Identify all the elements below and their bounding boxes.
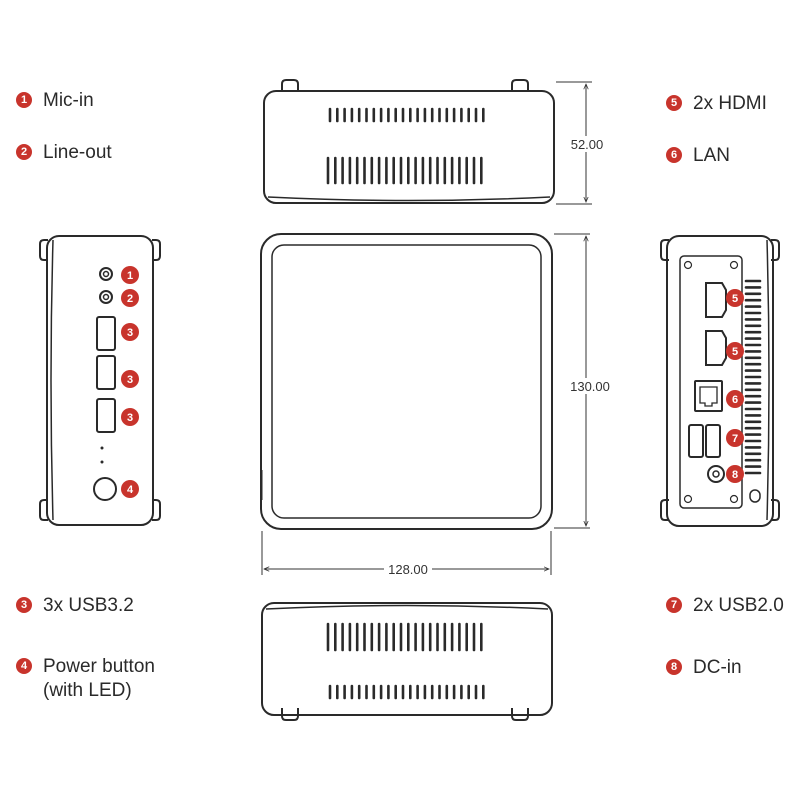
depth-dimension-label: 130.00 [570,379,610,394]
usb32-port-2-icon [96,355,116,390]
plan-view-inner [271,244,542,519]
legend-label-mic-in: Mic-in [43,90,94,111]
badge-7: 7 [666,597,682,613]
svg-text:3: 3 [127,327,133,339]
legend-label-dc-in: DC-in [693,657,742,678]
usb20-port-2-icon [705,424,721,458]
rear-panel-view [660,235,780,527]
legend-label-power-button-led: (with LED) [43,680,132,701]
lan-port-icon [694,380,723,412]
bottom-view [261,602,553,721]
rear-foot-bottom-right [771,499,780,521]
io-screw-2 [729,260,739,270]
svg-text:3: 3 [127,412,133,424]
legend-dc-in: 8 DC-in [666,656,742,680]
front-panel-body [46,235,154,526]
depth-label-bg [566,378,614,394]
legend-label-power-button: Power button [43,656,155,677]
legend-power-button: 4 Power button (with LED) [16,655,155,703]
legend-usb20: 7 2x USB2.0 [666,594,784,618]
rear-foot-bottom-left [660,499,669,521]
legend-label-usb20: 2x USB2.0 [693,595,784,616]
height-label-bg [566,136,608,152]
rear-panel-badges: 5 5 6 7 8 [726,289,744,483]
dc-in-jack-icon [707,465,725,483]
top-view-lip [267,196,551,202]
rear-foot-top-left [660,239,669,261]
kensington-lock-icon [749,489,761,503]
legend-lan: 6 LAN [666,144,730,168]
hdmi-port-2-icon [705,330,727,366]
svg-text:7: 7 [732,433,738,445]
power-button-icon [93,477,117,501]
top-view [263,79,555,204]
front-led-dot-2 [100,460,104,464]
front-foot-top-left [39,239,48,261]
bottom-view-vents-lower [328,684,485,700]
svg-text:8: 8 [732,469,738,481]
svg-text:2: 2 [127,293,133,305]
legend-mic-in: 1 Mic-in [16,89,94,113]
bottom-view-vents-upper [326,622,483,652]
svg-text:4: 4 [127,484,134,496]
svg-text:5: 5 [732,293,738,305]
legend-line-out: 2 Line-out [16,141,112,165]
front-led-dot-1 [100,446,104,450]
rear-panel-body [666,235,774,527]
svg-text:6: 6 [732,394,738,406]
top-view-foot-right [511,79,529,92]
bottom-view-body [261,602,553,716]
legend-label-hdmi: 2x HDMI [693,93,767,114]
top-view-vents-lower [326,156,483,185]
svg-text:1: 1 [127,270,133,282]
usb20-port-1-icon [688,424,704,458]
usb32-port-3-icon [96,398,116,433]
badge-2: 2 [16,144,32,160]
front-foot-bottom-right [152,499,161,521]
badge-5: 5 [666,95,682,111]
mic-in-jack-icon [99,267,113,281]
line-out-jack-icon [99,290,113,304]
rear-panel-vents [744,279,762,475]
svg-text:3: 3 [127,374,133,386]
top-view-vents-upper [328,107,485,123]
width-label-bg [384,562,432,577]
io-screw-1 [683,260,693,270]
bottom-view-foot-left [281,708,299,721]
top-view-foot-left [281,79,299,92]
front-panel-badges: 1 2 3 3 3 4 [121,266,139,498]
io-screw-4 [729,494,739,504]
badge-3: 3 [16,597,32,613]
hdmi-port-1-icon [705,282,727,318]
badge-4: 4 [16,658,32,674]
usb32-port-1-icon [96,316,116,351]
bottom-view-lip [265,604,549,610]
svg-text:5: 5 [732,346,738,358]
front-panel-edge [50,239,54,521]
io-plate [679,255,743,509]
front-panel-view [39,235,161,526]
plan-view [260,233,553,530]
legend-hdmi: 5 2x HDMI [666,92,767,116]
legend-label-lan: LAN [693,145,730,166]
width-dimension-label: 128.00 [388,562,428,577]
io-screw-3 [683,494,693,504]
badge-8: 8 [666,659,682,675]
rear-panel-edge [766,239,770,521]
badge-6: 6 [666,147,682,163]
plan-view-outer [260,233,553,530]
legend-label-line-out: Line-out [43,142,112,163]
rear-foot-top-right [771,239,780,261]
height-dimension-label: 52.00 [571,137,604,152]
badge-1: 1 [16,92,32,108]
front-foot-bottom-left [39,499,48,521]
top-view-body [263,90,555,204]
legend-usb32: 3 3x USB3.2 [16,594,134,618]
bottom-view-foot-right [511,708,529,721]
front-foot-top-right [152,239,161,261]
legend-label-usb32: 3x USB3.2 [43,595,134,616]
